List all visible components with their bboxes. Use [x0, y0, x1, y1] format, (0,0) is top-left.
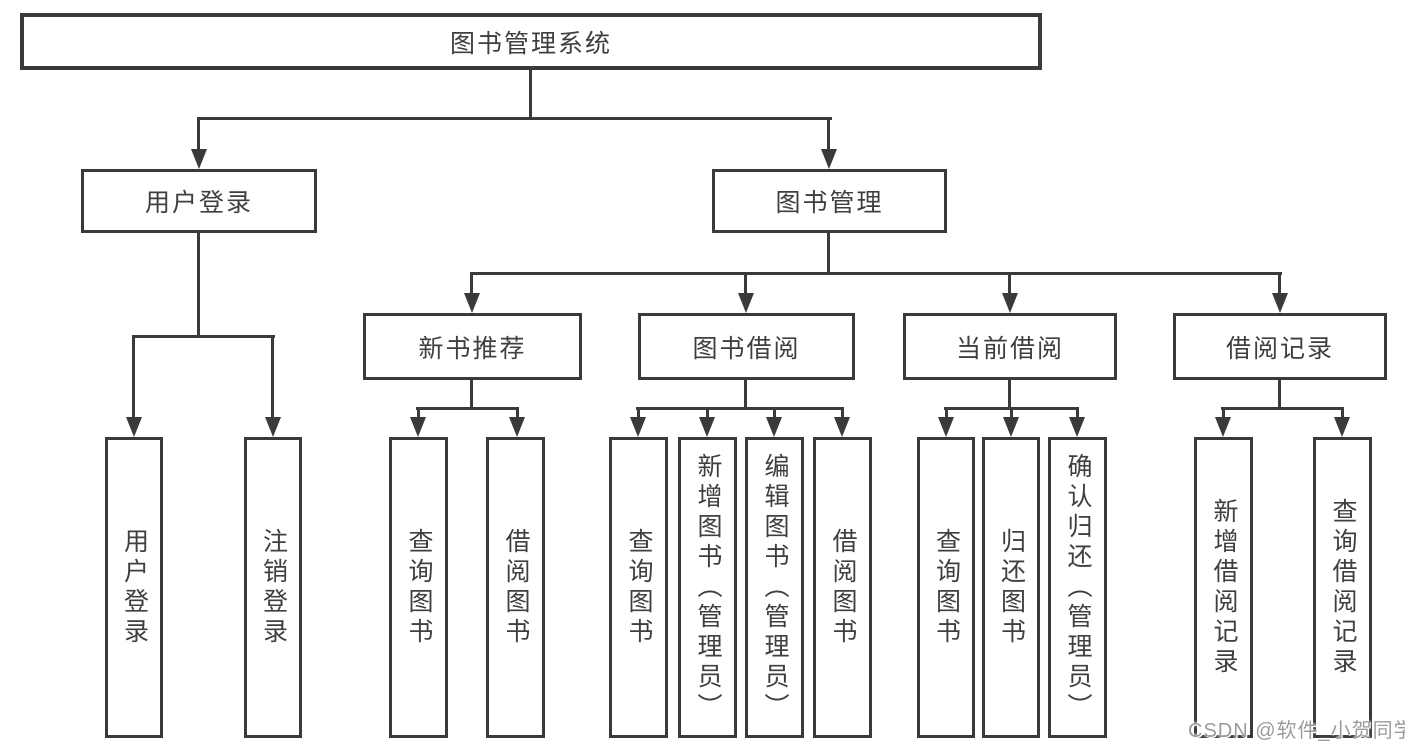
connector-line [470, 272, 473, 296]
leaf-edit-book-admin: 编辑图书（管理员） [745, 437, 804, 738]
leaf-label: 查询图书 [932, 527, 961, 648]
leaf-label: 查询借阅记录 [1329, 497, 1357, 678]
node-book-management: 图书管理 [712, 169, 947, 233]
arrow-down-icon [464, 293, 480, 313]
connector-line [1076, 407, 1079, 421]
connector-line [197, 233, 200, 338]
connector-line [744, 380, 747, 410]
node-new-book-recommend: 新书推荐 [363, 313, 582, 380]
leaf-return-books: 归还图书 [982, 437, 1040, 738]
csdn-watermark: CSDN @软件_小贺同学 [1188, 720, 1405, 742]
arrow-down-icon [834, 417, 850, 437]
leaf-confirm-return-admin: 确认归还（管理员） [1048, 437, 1107, 738]
connector-line [1341, 407, 1344, 421]
arrow-down-icon [1272, 293, 1288, 313]
node-borrowing-records: 借阅记录 [1173, 313, 1387, 380]
leaf-logout: 注销登录 [244, 437, 302, 738]
leaf-label: 编辑图书（管理员） [761, 452, 789, 723]
connector-line [1222, 407, 1225, 421]
connector-line [1278, 272, 1281, 296]
leaf-label: 查询图书 [625, 527, 653, 648]
connector-line [1221, 407, 1344, 410]
arrow-down-icon [126, 417, 142, 437]
connector-line [841, 407, 844, 421]
connector-line [827, 233, 830, 275]
arrow-down-icon [1003, 417, 1019, 437]
arrow-down-icon [738, 293, 754, 313]
leaf-label: 归还图书 [997, 527, 1026, 648]
connector-line [529, 70, 532, 120]
leaf-label: 确认归还（管理员） [1064, 452, 1092, 723]
connector-line [773, 407, 776, 421]
connector-line [706, 407, 709, 421]
connector-line [271, 335, 274, 419]
leaf-borrow-books-borrowing: 借阅图书 [813, 437, 872, 738]
arrow-down-icon [1215, 417, 1231, 437]
node-library-system: 图书管理系统 [20, 13, 1042, 70]
arrow-down-icon [410, 417, 426, 437]
arrow-down-icon [699, 417, 715, 437]
leaf-label: 新增借阅记录 [1210, 497, 1238, 678]
arrow-down-icon [766, 417, 782, 437]
node-book-borrowing: 图书借阅 [638, 313, 855, 380]
leaf-query-books-borrowing: 查询图书 [609, 437, 668, 738]
node-current-borrowing: 当前借阅 [903, 313, 1117, 380]
connector-line [516, 407, 519, 421]
arrow-down-icon [630, 417, 646, 437]
arrow-down-icon [1069, 417, 1085, 437]
connector-line [637, 407, 640, 421]
connector-line [1010, 407, 1013, 421]
arrow-down-icon [1002, 293, 1018, 313]
leaf-query-books-current: 查询图书 [917, 437, 975, 738]
connector-line [470, 272, 1282, 275]
connector-line [470, 380, 473, 410]
connector-line [197, 117, 200, 151]
leaf-label: 用户登录 [120, 527, 149, 648]
leaf-label: 借阅图书 [502, 527, 530, 648]
connector-line [197, 117, 832, 120]
leaf-add-borrow-record: 新增借阅记录 [1194, 437, 1253, 738]
connector-line [945, 407, 948, 421]
connector-line [1008, 272, 1011, 296]
arrow-down-icon [265, 417, 281, 437]
connector-line [417, 407, 420, 421]
connector-line [1008, 380, 1011, 410]
connector-line [132, 335, 275, 338]
connector-line [416, 407, 519, 410]
connector-line [744, 272, 747, 296]
leaf-query-borrow-record: 查询借阅记录 [1313, 437, 1372, 738]
leaf-user-login: 用户登录 [105, 437, 163, 738]
leaf-add-book-admin: 新增图书（管理员） [678, 437, 737, 738]
arrow-down-icon [1334, 417, 1350, 437]
leaf-label: 查询图书 [405, 527, 433, 648]
arrow-down-icon [938, 417, 954, 437]
leaf-query-books-recommend: 查询图书 [389, 437, 448, 738]
connector-line [827, 117, 830, 151]
connector-line [132, 335, 135, 419]
connector-line [1278, 380, 1281, 410]
arrow-down-icon [191, 149, 207, 169]
leaf-label: 借阅图书 [829, 527, 857, 648]
leaf-label: 注销登录 [259, 527, 288, 648]
leaf-borrow-books-recommend: 借阅图书 [486, 437, 545, 738]
arrow-down-icon [821, 149, 837, 169]
leaf-label: 新增图书（管理员） [694, 452, 722, 723]
node-user-login: 用户登录 [81, 169, 317, 233]
connector-line [636, 407, 844, 410]
arrow-down-icon [509, 417, 525, 437]
